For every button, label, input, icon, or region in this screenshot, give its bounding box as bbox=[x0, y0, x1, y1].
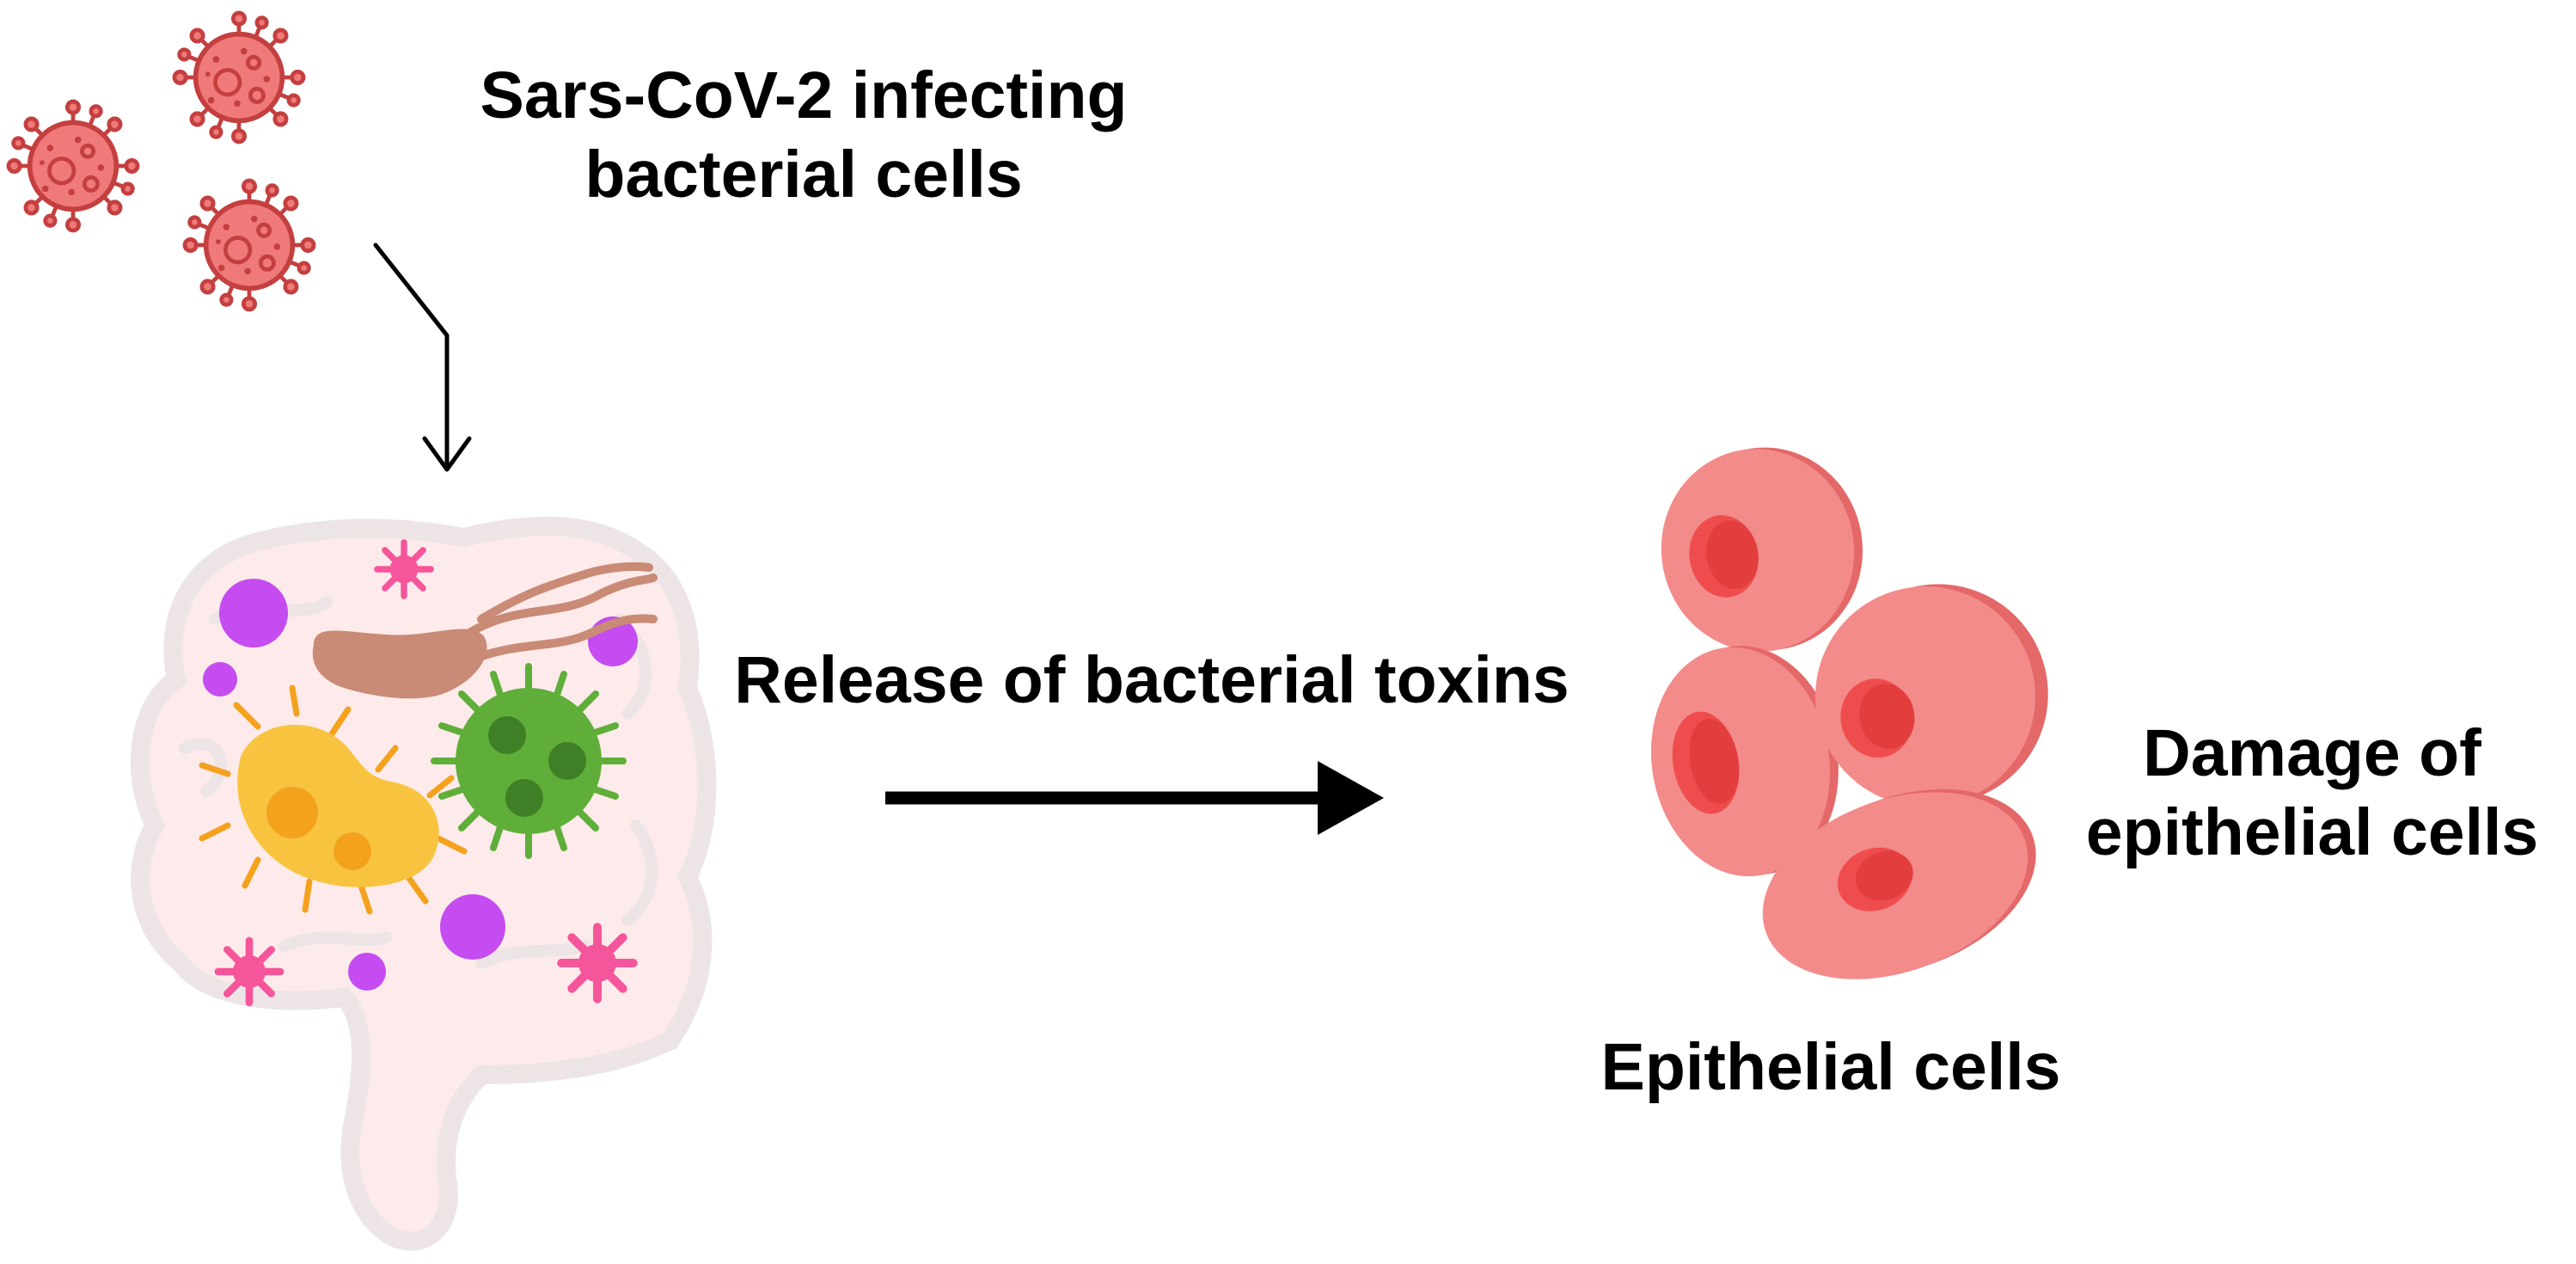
brown-bacterium bbox=[312, 561, 658, 699]
yellow-bacterium bbox=[199, 684, 468, 915]
virus-label: Sars-CoV-2 infecting bacterial cells bbox=[370, 56, 1238, 215]
coronavirus-icon bbox=[9, 101, 138, 230]
intestine-icon bbox=[130, 516, 717, 1251]
purple-bacterium bbox=[440, 894, 505, 960]
green-bacterium bbox=[431, 663, 627, 859]
arrow-down-icon bbox=[373, 242, 472, 472]
toxins-label: Release of bacterial toxins bbox=[679, 641, 1625, 720]
pink-bacterium bbox=[218, 941, 280, 1003]
pink-bacterium bbox=[377, 543, 431, 596]
arrow-right-icon bbox=[885, 761, 1384, 835]
toxins-label-text: Release of bacterial toxins bbox=[734, 643, 1569, 717]
coronavirus-icon bbox=[185, 181, 314, 310]
purple-bacterium bbox=[219, 579, 288, 647]
damage-label-line2: epithelial cells bbox=[2085, 795, 2539, 870]
epithelial-cell-icon bbox=[1650, 646, 1839, 877]
epithelial-cells-cluster bbox=[1650, 447, 2048, 979]
pink-bacterium bbox=[561, 927, 633, 999]
purple-bacterium bbox=[203, 662, 237, 696]
coronavirus-icon bbox=[174, 13, 303, 142]
damage-label: Damage of epithelial cells bbox=[2054, 714, 2570, 873]
virus-label-line1: Sars-CoV-2 infecting bbox=[480, 58, 1128, 132]
epithelial-label-text: Epithelial cells bbox=[1600, 1030, 2061, 1104]
purple-bacterium bbox=[348, 953, 386, 991]
epithelial-cell-icon bbox=[1762, 788, 2036, 979]
virus-label-line2: bacterial cells bbox=[584, 138, 1023, 212]
epithelial-cell-icon bbox=[1815, 584, 2048, 807]
damage-label-line1: Damage of bbox=[2143, 716, 2481, 790]
epithelial-label: Epithelial cells bbox=[1530, 1028, 2132, 1107]
epithelial-cell-icon bbox=[1661, 447, 1863, 652]
